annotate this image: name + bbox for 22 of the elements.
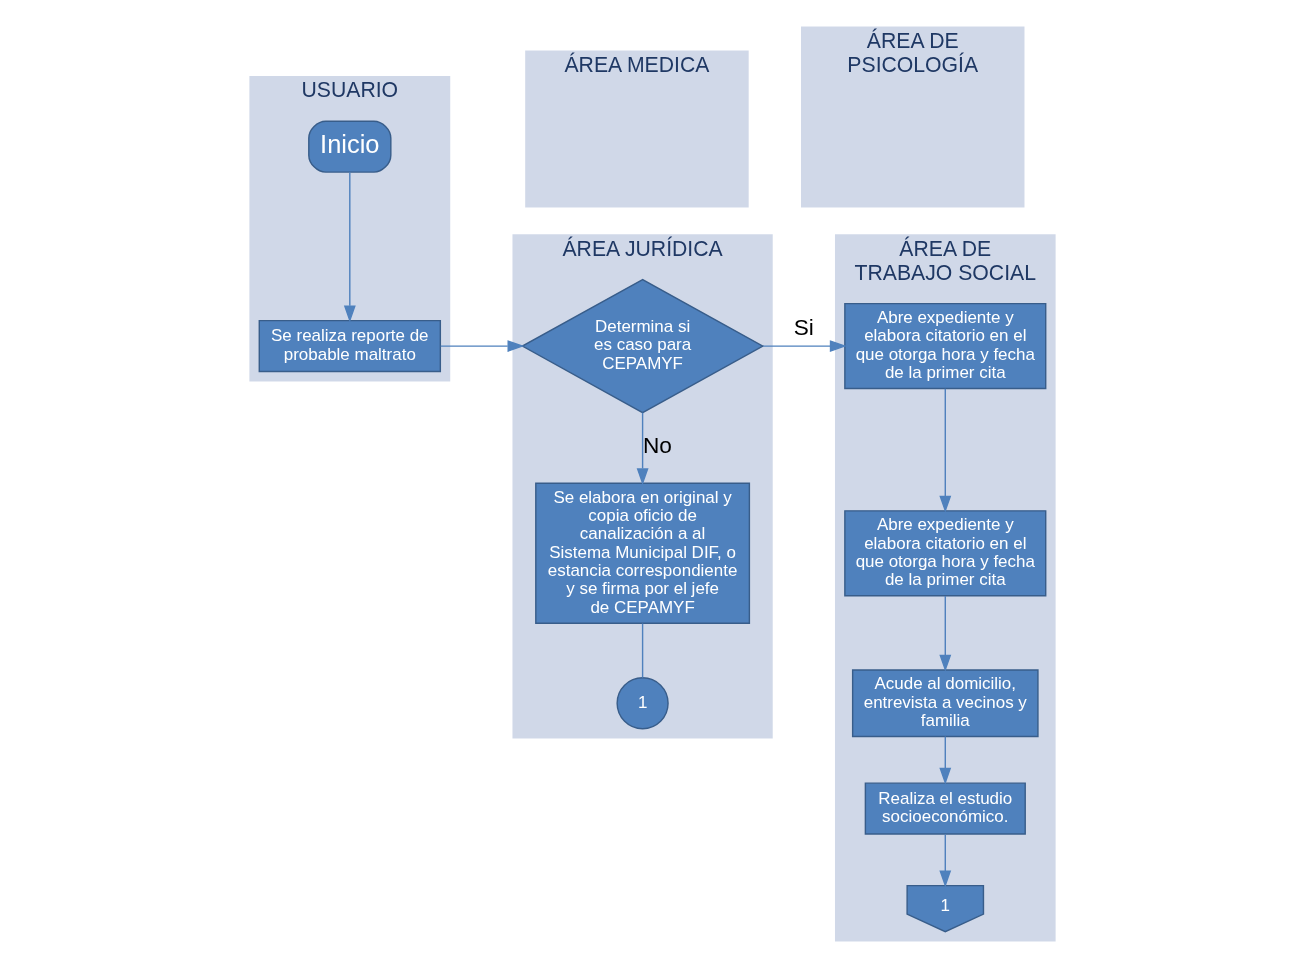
node-box: ÁREA DE PSICOLOGÍA: [798, 23, 1028, 211]
arrow: [343, 171, 356, 323]
node-box: Se elabora en original y copia oficio de canalización a al Sistema Municipal DIF, o estancia correspondiente y se firma por el jefe de CEPAMYF: [535, 482, 751, 625]
arrow: [939, 595, 952, 672]
connector: [641, 622, 644, 679]
node-box: ÁREA MEDICA: [522, 47, 752, 211]
arrow: [762, 340, 847, 353]
node-box: Abre expediente y elabora citatorio en el que otorga hora y fecha de la primer cita: [844, 510, 1047, 597]
node-box: Realiza el estudio socioeconómico.: [864, 782, 1026, 835]
edge-label: Si: [793, 314, 814, 340]
node-circle: 1: [616, 677, 669, 730]
node-box: Acude al domicilio, entrevista a vecinos y familia: [851, 669, 1039, 738]
arrow: [636, 412, 649, 486]
arrow: [939, 388, 952, 513]
arrow: [939, 735, 952, 785]
arrow: [440, 340, 525, 353]
node-box: Inicio: [308, 120, 392, 173]
arrow: [939, 833, 952, 888]
node-diamond: Determina si es caso para CEPAMYF: [520, 278, 765, 414]
edge-label: No: [642, 433, 672, 459]
node-box: Se realiza reporte de probable maltrato: [258, 319, 442, 373]
node-box: Abre expediente y elabora citatorio en el que otorga hora y fecha de la primer cita: [844, 302, 1047, 390]
